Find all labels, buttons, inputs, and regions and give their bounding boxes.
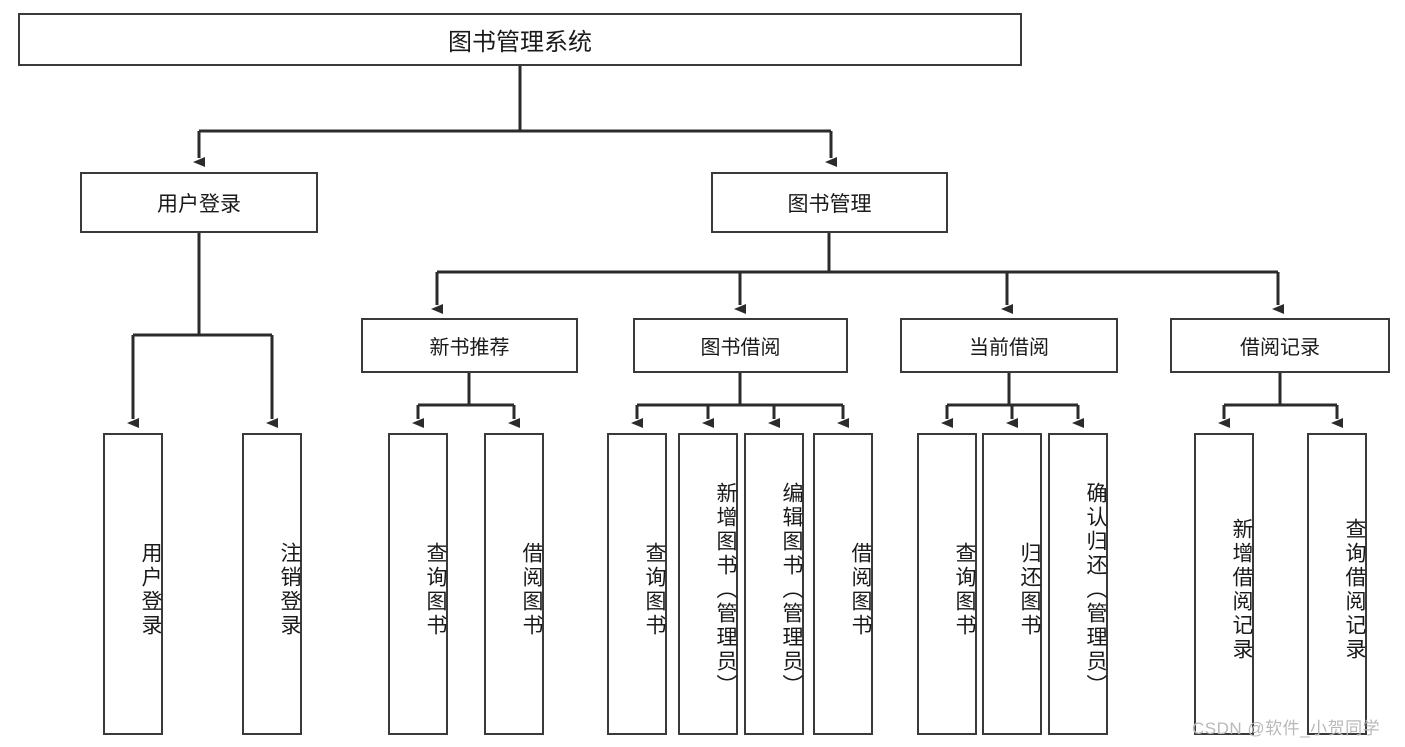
leaf-query-book-current-label: 查询图书 bbox=[953, 542, 976, 638]
node-new-book-rec-label: 新书推荐 bbox=[429, 337, 510, 359]
leaf-query-book-borrow-label: 查询图书 bbox=[643, 542, 666, 638]
leaf-return-book[interactable]: 归还图书 bbox=[982, 433, 1042, 735]
node-user-login[interactable]: 用户登录 bbox=[80, 172, 318, 233]
leaf-borrow-book[interactable]: 借阅图书 bbox=[813, 433, 873, 735]
leaf-return-book-label: 归还图书 bbox=[1018, 542, 1041, 638]
node-borrow-record[interactable]: 借阅记录 bbox=[1170, 318, 1390, 373]
leaf-add-book[interactable]: 新增图书（管理员） bbox=[678, 433, 738, 735]
node-book-manage-label: 图书管理 bbox=[787, 192, 872, 216]
leaf-query-borrow-record[interactable]: 查询借阅记录 bbox=[1307, 433, 1367, 735]
leaf-edit-book-label: 编辑图书（管理员） bbox=[780, 482, 803, 698]
leaf-add-book-label: 新增图书（管理员） bbox=[714, 482, 737, 698]
leaf-logout[interactable]: 注销登录 bbox=[242, 433, 302, 735]
node-borrow-record-label: 借阅记录 bbox=[1240, 337, 1320, 359]
node-current-borrow-label: 当前借阅 bbox=[969, 337, 1049, 359]
leaf-query-book-new-rec[interactable]: 查询图书 bbox=[388, 433, 448, 735]
node-current-borrow[interactable]: 当前借阅 bbox=[900, 318, 1118, 373]
leaf-user-login[interactable]: 用户登录 bbox=[103, 433, 163, 735]
leaf-borrow-book-new-rec-label: 借阅图书 bbox=[520, 542, 543, 638]
leaf-edit-book[interactable]: 编辑图书（管理员） bbox=[744, 433, 804, 735]
node-root[interactable]: 图书管理系统 bbox=[18, 13, 1022, 66]
node-book-borrow[interactable]: 图书借阅 bbox=[633, 318, 848, 373]
leaf-confirm-return-label: 确认归还（管理员） bbox=[1084, 482, 1107, 698]
leaf-confirm-return[interactable]: 确认归还（管理员） bbox=[1048, 433, 1108, 735]
leaf-user-login-label: 用户登录 bbox=[139, 542, 162, 638]
leaf-query-borrow-record-label: 查询借阅记录 bbox=[1343, 518, 1366, 662]
node-user-login-label: 用户登录 bbox=[157, 192, 241, 216]
node-book-manage[interactable]: 图书管理 bbox=[711, 172, 948, 233]
leaf-query-book-new-rec-label: 查询图书 bbox=[424, 542, 447, 638]
leaf-borrow-book-label: 借阅图书 bbox=[849, 542, 872, 638]
leaf-borrow-book-new-rec[interactable]: 借阅图书 bbox=[484, 433, 544, 735]
watermark: CSDN @软件_小贺同学 bbox=[1192, 719, 1381, 738]
leaf-add-borrow-record[interactable]: 新增借阅记录 bbox=[1194, 433, 1254, 735]
leaf-add-borrow-record-label: 新增借阅记录 bbox=[1230, 518, 1253, 662]
leaf-query-book-current[interactable]: 查询图书 bbox=[917, 433, 977, 735]
leaf-query-book-borrow[interactable]: 查询图书 bbox=[607, 433, 667, 735]
node-new-book-rec[interactable]: 新书推荐 bbox=[361, 318, 578, 373]
node-root-label: 图书管理系统 bbox=[448, 29, 592, 56]
node-book-borrow-label: 图书借阅 bbox=[700, 337, 781, 359]
leaf-logout-label: 注销登录 bbox=[278, 542, 301, 638]
